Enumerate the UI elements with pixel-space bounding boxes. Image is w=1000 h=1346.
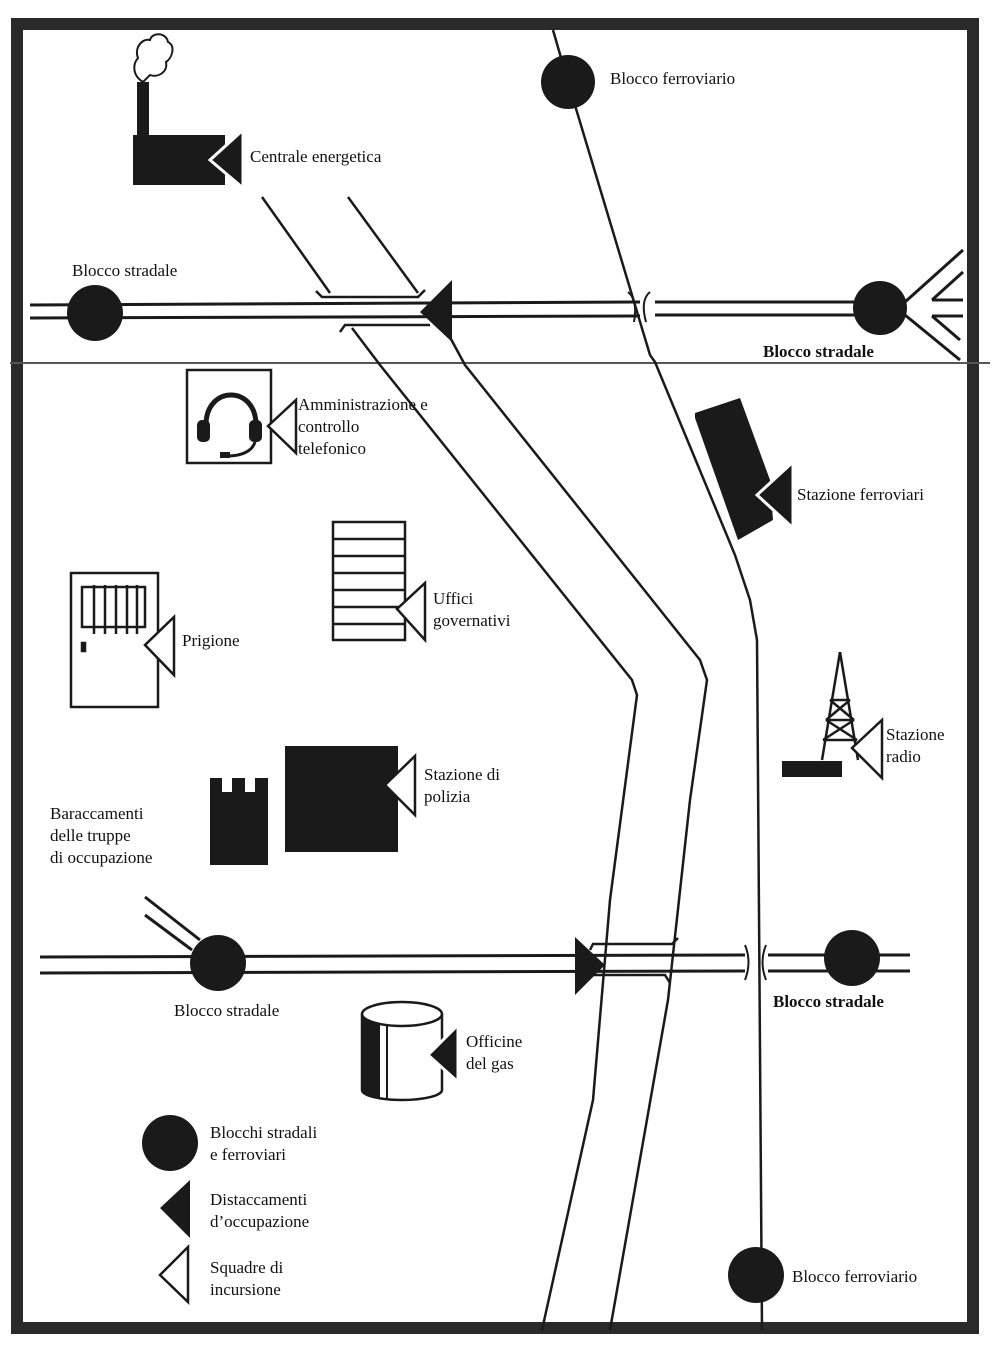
gov-offices-label: Uffici governativi [433, 589, 511, 630]
road-block-top-left-label: Blocco stradale [72, 261, 178, 280]
barracks-icon [210, 778, 268, 865]
road-block-top-left-marker [67, 285, 123, 341]
phone-admin-icon [185, 368, 298, 465]
radio-station-label: Stazione radio [886, 725, 945, 766]
raid-team-triangle [850, 717, 884, 782]
raid-team-triangle [383, 753, 417, 819]
legend-label-blocks: Blocchi stradali e ferroviari [210, 1123, 318, 1164]
legend-label-detachments: Distaccamenti d’occupazione [210, 1190, 310, 1231]
road-block-bottom-right-marker [824, 930, 880, 986]
map-frame [10, 18, 990, 1334]
legend-label-raid-teams: Squadre di incursione [210, 1258, 284, 1299]
road-block-bottom-right-label: Blocco stradale [773, 992, 884, 1011]
radio-station-icon [782, 651, 884, 782]
gov-offices-icon [331, 520, 427, 644]
legend-outline-triangle-icon [158, 1243, 190, 1305]
road-block-top-right-marker [853, 281, 907, 335]
power-plant-icon [133, 33, 245, 192]
barracks-label: Baraccamenti delle truppe di occupazione [50, 804, 153, 867]
rail-block-top-marker [541, 55, 595, 109]
power-plant-label: Centrale energetica [250, 147, 382, 166]
prison-label: Prigione [182, 631, 240, 650]
road-block-bottom-left-marker [190, 935, 246, 991]
legend-filled-triangle-icon [160, 1180, 190, 1238]
raid-team-triangle [395, 580, 427, 644]
river-banks [260, 196, 709, 1331]
road-detachment-bottom-triangle [575, 937, 605, 995]
railway-station-icon [695, 398, 795, 540]
phone-admin-label: Amministrazione e controllo telefonico [298, 395, 428, 458]
road-detachment-top-triangle [420, 280, 452, 342]
road-top [29, 248, 965, 362]
rail-block-bottom-label: Blocco ferroviario [792, 1267, 918, 1286]
raid-team-triangle [266, 397, 298, 456]
railway-station-label: Stazione ferroviari [797, 485, 924, 504]
legend-filled-circle-icon [142, 1115, 198, 1171]
road-block-bottom-left-label: Blocco stradale [174, 1001, 280, 1020]
road-bottom [39, 895, 910, 981]
raid-team-triangle [143, 614, 176, 679]
rail-block-top-label: Blocco ferroviario [610, 69, 736, 88]
police-station-label: Stazione di polizia [424, 765, 501, 806]
gas-works-label: Officine del gas [466, 1032, 523, 1073]
prison-icon [69, 571, 176, 709]
gas-works-icon [360, 1000, 460, 1102]
railway-line [551, 29, 764, 1331]
road-block-top-right-label: Blocco stradale [763, 342, 874, 361]
legend [142, 1115, 198, 1305]
rail-block-bottom-marker [728, 1247, 784, 1303]
police-station-icon [285, 746, 417, 852]
